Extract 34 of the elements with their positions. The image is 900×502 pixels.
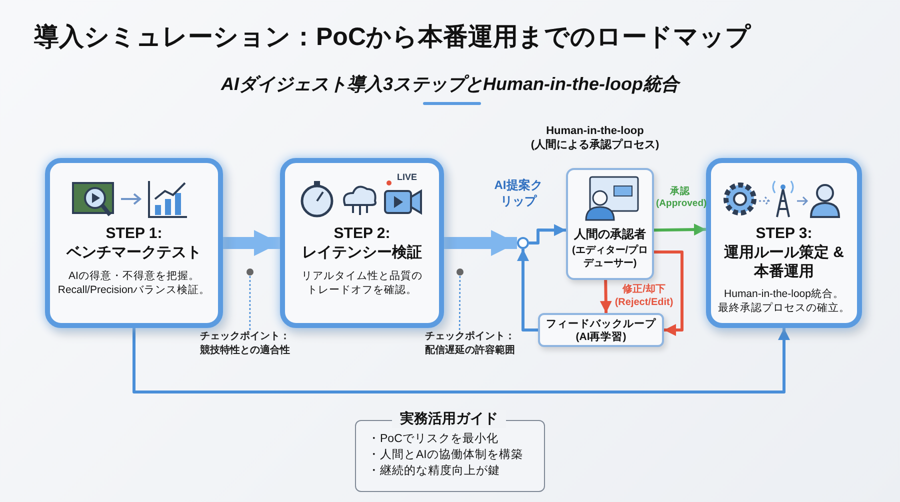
live-tag: LIVE (397, 172, 418, 182)
step-card (280, 158, 444, 328)
arrow (517, 249, 538, 332)
feedback-box: フィードバックループ(AI再学習) (538, 313, 664, 347)
step-heading: STEP 1: ベンチマークテスト (65, 225, 202, 262)
step-heading: STEP 3: 運用ルール策定 & 本番運用 (723, 225, 845, 282)
guide-heading: 実務活用ガイド (392, 410, 506, 428)
step-card (706, 158, 862, 328)
arrow (529, 224, 566, 244)
edge-label: 修正/却下 (Reject/Edit) (614, 283, 674, 309)
flow-arrow (444, 230, 517, 256)
step-description: AIの得意・不得意を把握。Recall/Precisionバランス検証。 (56, 268, 212, 297)
approver-title: 人間の承認者 (574, 226, 646, 243)
step-heading: STEP 2: レイテンシー検証 (301, 225, 423, 262)
title: 導入シミュレーション：PoCから本番運用までのロードマップ (34, 22, 751, 53)
checkpoint-note: チェックポイント：配信遅延の許容範囲 (425, 330, 521, 360)
bullet-item: ・PoCでリスクを最小化 (368, 432, 500, 447)
arrow (132, 328, 790, 394)
approver-role: (エディター/プロデューサー) (570, 245, 650, 270)
section-heading: Human-in-the-loop (人間による承認プロセス) (530, 124, 660, 153)
arrow (654, 250, 684, 336)
step-card (45, 158, 223, 328)
edge-label: AI提案クリップ (494, 178, 542, 210)
bullet-item: ・人間とAIの協働体制を構築 (368, 448, 524, 464)
bullet-item: ・継続的な精度向上が鍵 (368, 464, 501, 480)
step-description: リアルタイム性と品質のトレードオフを確認。 (300, 268, 424, 297)
flow-arrow (223, 230, 280, 256)
approver-box (566, 168, 654, 280)
step-description: Human-in-the-loop統合。最終承認プロセスの確立。 (718, 287, 850, 316)
checkpoint-note: チェックポイント：競技特性との適合性 (200, 330, 296, 360)
junction-circle (517, 237, 529, 249)
arrow (654, 224, 706, 236)
arrow (600, 280, 612, 314)
subtitle: AIダイジェスト導入3ステップとHuman-in-the-loop統合 (220, 73, 682, 96)
